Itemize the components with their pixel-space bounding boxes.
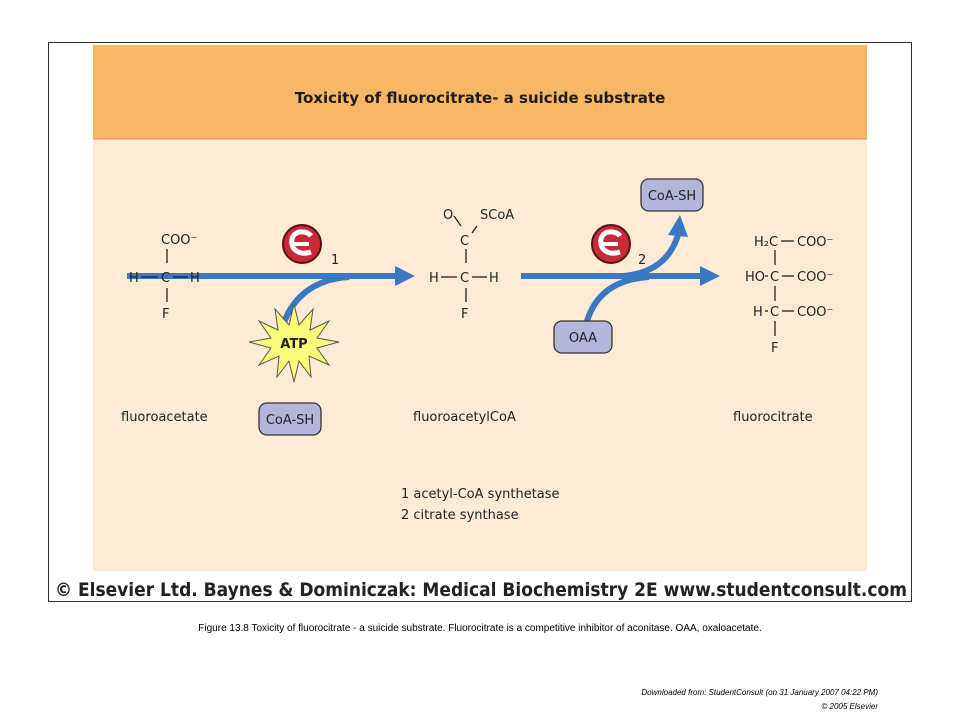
legend-item-2: 2 citrate synthase xyxy=(401,508,519,523)
oaa-label: OAA xyxy=(569,331,597,346)
enzyme-1-icon xyxy=(282,224,322,264)
citrate-h: H xyxy=(753,305,763,320)
citrate-h2c: H₂C xyxy=(754,235,778,250)
oaa-input-curve xyxy=(583,274,650,326)
citrate-ho: HO xyxy=(745,270,765,285)
fluoroacetate-f: F xyxy=(162,307,169,322)
citrate-c-center: C xyxy=(770,270,779,285)
figure-frame: Toxicity of fluorocitrate- a suicide sub… xyxy=(48,42,912,602)
title-banner xyxy=(93,45,867,139)
pathway-diagram: Toxicity of fluorocitrate- a suicide sub… xyxy=(55,45,907,601)
coash-output-box xyxy=(640,178,704,212)
fluorocitrate-structure: H₂C COO⁻ HO C COO⁻ H C COO⁻ F xyxy=(745,235,833,356)
footer-copyright: © 2005 Elsevier xyxy=(821,702,878,711)
enzyme-2-number: 2 xyxy=(638,253,646,268)
acetyl-scoa: SCoA xyxy=(480,208,514,223)
fluorocitrate-label: fluorocitrate xyxy=(733,410,813,425)
citrate-coo-1: COO⁻ xyxy=(797,235,833,250)
enzyme-2-icon xyxy=(591,224,631,264)
download-note: Downloaded from: StudentConsult (on 31 J… xyxy=(641,688,878,697)
diagram-title: Toxicity of fluorocitrate- a suicide sub… xyxy=(295,89,666,107)
fluoroacetate-structure: COO⁻ H C H F xyxy=(129,233,200,322)
acetyl-carbonyl-c: C xyxy=(460,234,469,249)
citrate-c-bottom: C xyxy=(770,305,779,320)
oaa-box xyxy=(553,320,613,354)
acetyl-f: F xyxy=(461,307,468,322)
citrate-coo-3: COO⁻ xyxy=(797,305,833,320)
acetyl-h-left: H xyxy=(429,271,439,286)
coash-output-label: CoA-SH xyxy=(648,189,696,204)
citrate-coo-2: COO⁻ xyxy=(797,270,833,285)
coash-input-box xyxy=(258,402,322,436)
coash-output-curve xyxy=(623,234,681,279)
acetyl-c: C xyxy=(460,271,469,286)
fluoroacetate-h-right: H xyxy=(190,271,200,286)
diagram-panel xyxy=(93,139,867,571)
fluoroacetate-h-left: H xyxy=(129,271,139,286)
fluoroacetate-coo: COO⁻ xyxy=(161,233,197,248)
fluoroacetate-c: C xyxy=(161,271,170,286)
atp-starburst xyxy=(248,303,340,383)
fluoroacetate-label: fluoroacetate xyxy=(121,410,208,425)
atp-label: ATP xyxy=(280,337,307,352)
fluoroacetylcoa-label: fluoroacetylCoA xyxy=(413,410,516,425)
citrate-f: F xyxy=(771,341,778,356)
copyright-strip: © Elsevier Ltd. Baynes & Dominiczak: Med… xyxy=(55,579,907,601)
acetyl-h-right: H xyxy=(489,271,499,286)
fluoroacetylcoa-structure: O SCoA C H C H F xyxy=(429,208,514,322)
coash-input-label: CoA-SH xyxy=(266,413,314,428)
acetyl-o: O xyxy=(443,208,453,223)
figure-caption: Figure 13.8 Toxicity of fluorocitrate - … xyxy=(198,623,762,634)
enzyme-1-number: 1 xyxy=(331,253,339,268)
legend-item-1: 1 acetyl-CoA synthetase xyxy=(401,487,560,502)
